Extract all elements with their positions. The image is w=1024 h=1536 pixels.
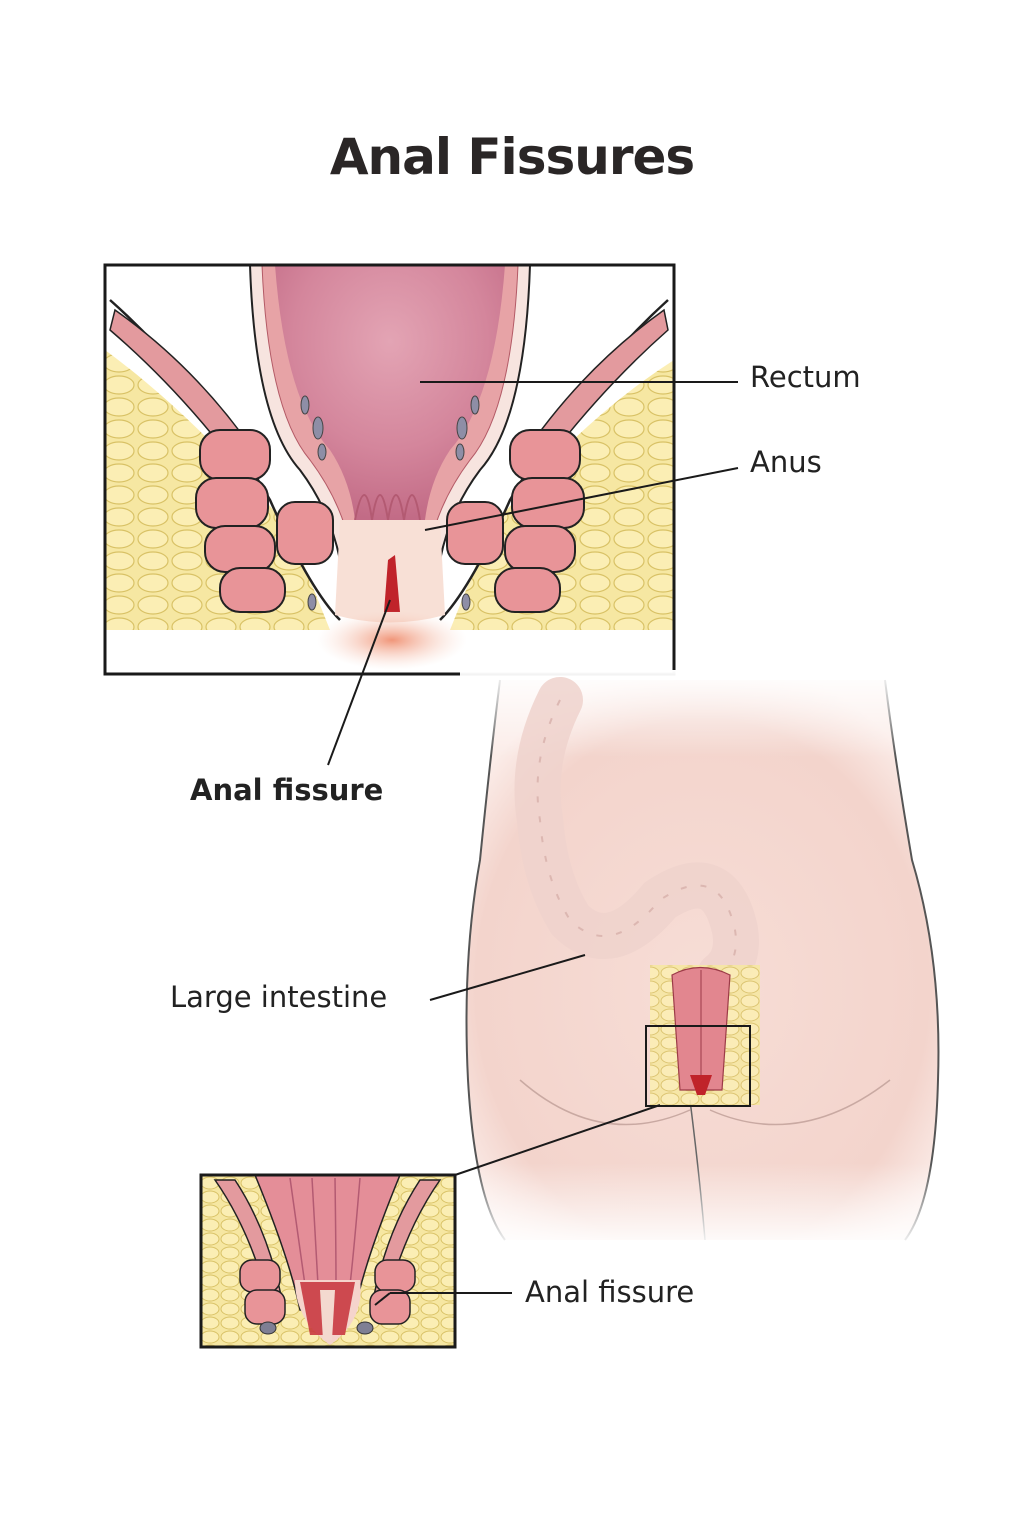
large-intestine-label: Large intestine [170, 980, 388, 1014]
anal-fissure-label: Anal fissure [190, 773, 384, 807]
body-illustration [460, 670, 960, 1250]
cross-section-diagram [103, 263, 676, 676]
diagram-frame [103, 263, 676, 676]
anal-fissure-detail-label: Anal fissure [525, 1275, 695, 1309]
inset-connector-line [454, 1104, 661, 1176]
inset-frame [199, 1173, 457, 1349]
fissure-detail-inset [199, 1173, 457, 1349]
large-intestine-leader-line [429, 954, 586, 1001]
rectum-label: Rectum [750, 360, 861, 394]
page-title: Anal Fissures [329, 128, 695, 186]
anus-leader-line [424, 467, 739, 531]
anal-fissure-leader-line [327, 599, 391, 766]
anus-label: Anus [750, 445, 822, 479]
inset-marker-box [645, 1025, 751, 1107]
